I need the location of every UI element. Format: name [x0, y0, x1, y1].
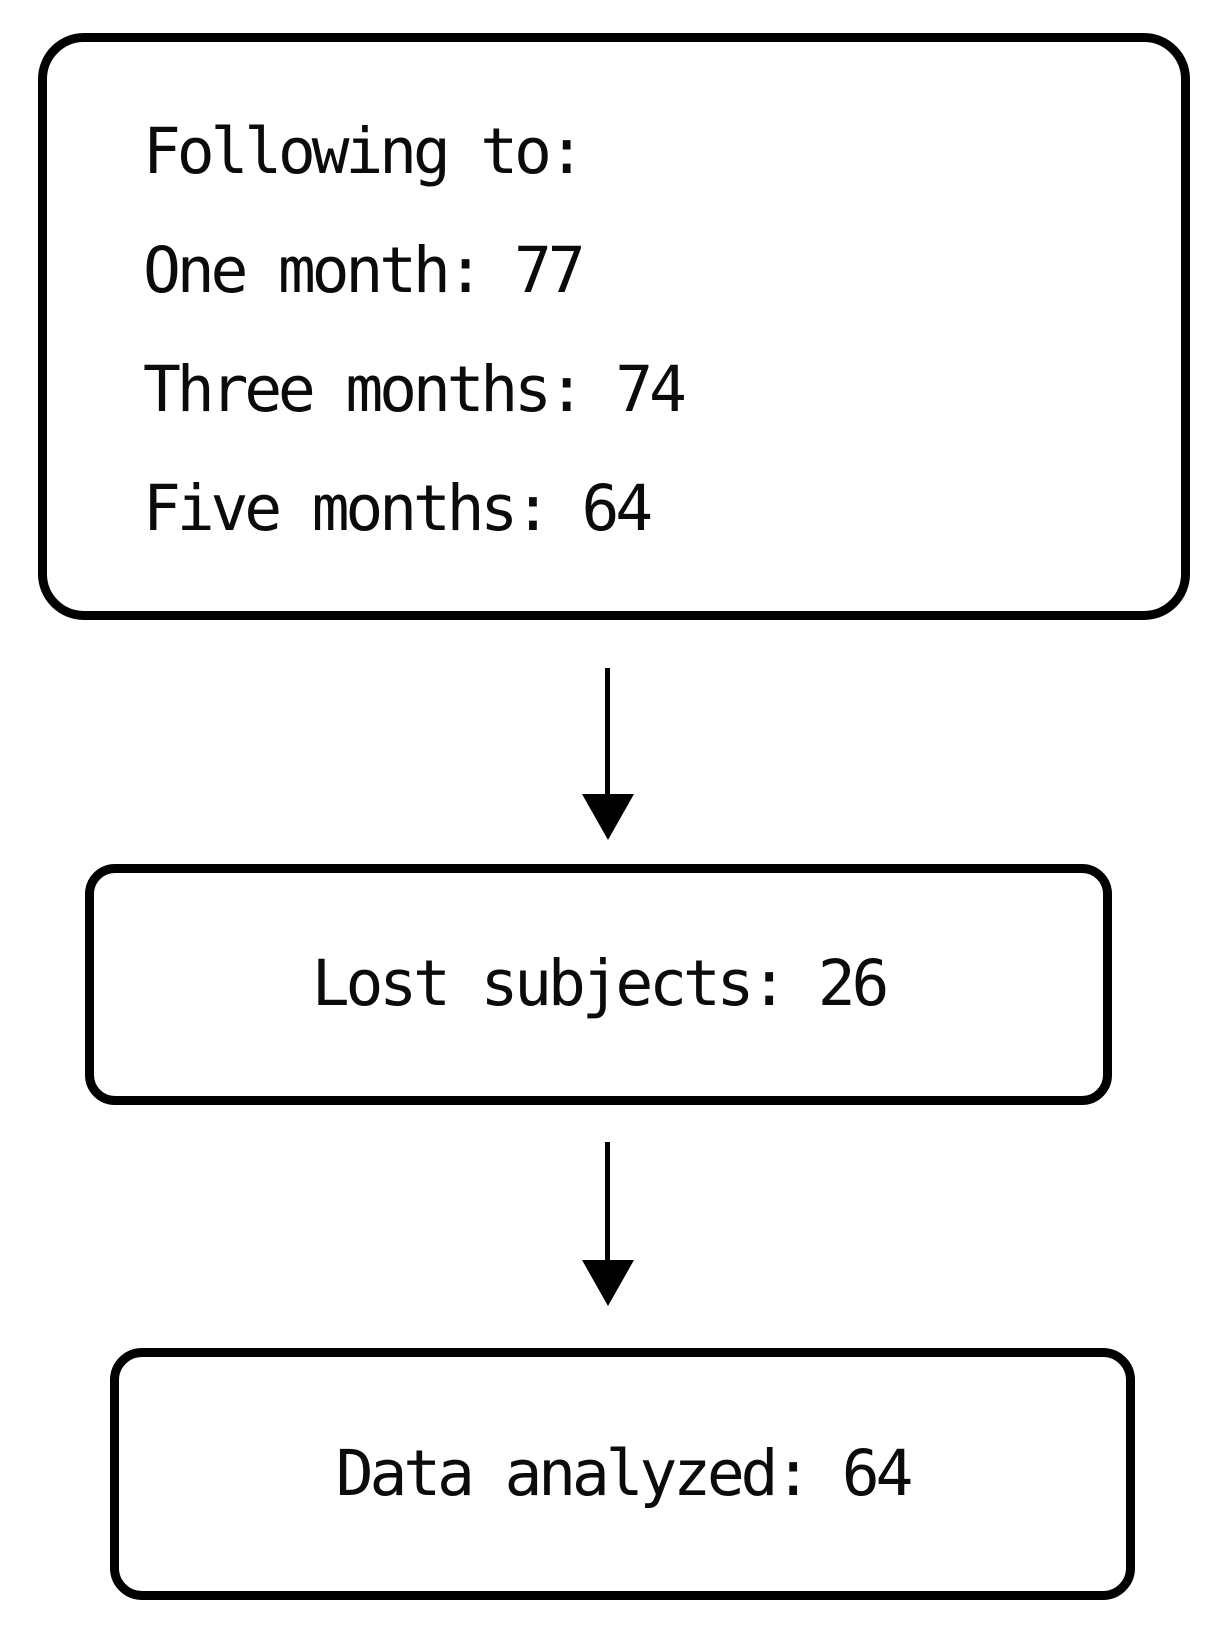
arrow-shaft-icon: [605, 1142, 610, 1262]
arrow-shaft-icon: [605, 668, 610, 796]
arrow-head-icon: [582, 1260, 634, 1306]
node-following-line-1: Following to:: [143, 114, 586, 188]
node-data-analyzed-label: Data analyzed: 64: [335, 1436, 914, 1510]
node-lost-subjects: Lost subjects: 26: [85, 864, 1112, 1105]
node-lost-subjects-label: Lost subjects: 26: [311, 947, 890, 1021]
node-following-to: Following to: One month: 77 Three months…: [38, 33, 1190, 620]
node-following-line-2: One month: 77: [143, 233, 586, 307]
node-following-line-4: Five months: 64: [143, 471, 653, 545]
node-data-analyzed: Data analyzed: 64: [110, 1348, 1135, 1600]
arrow-head-icon: [582, 794, 634, 840]
node-following-line-3: Three months: 74: [143, 352, 687, 426]
